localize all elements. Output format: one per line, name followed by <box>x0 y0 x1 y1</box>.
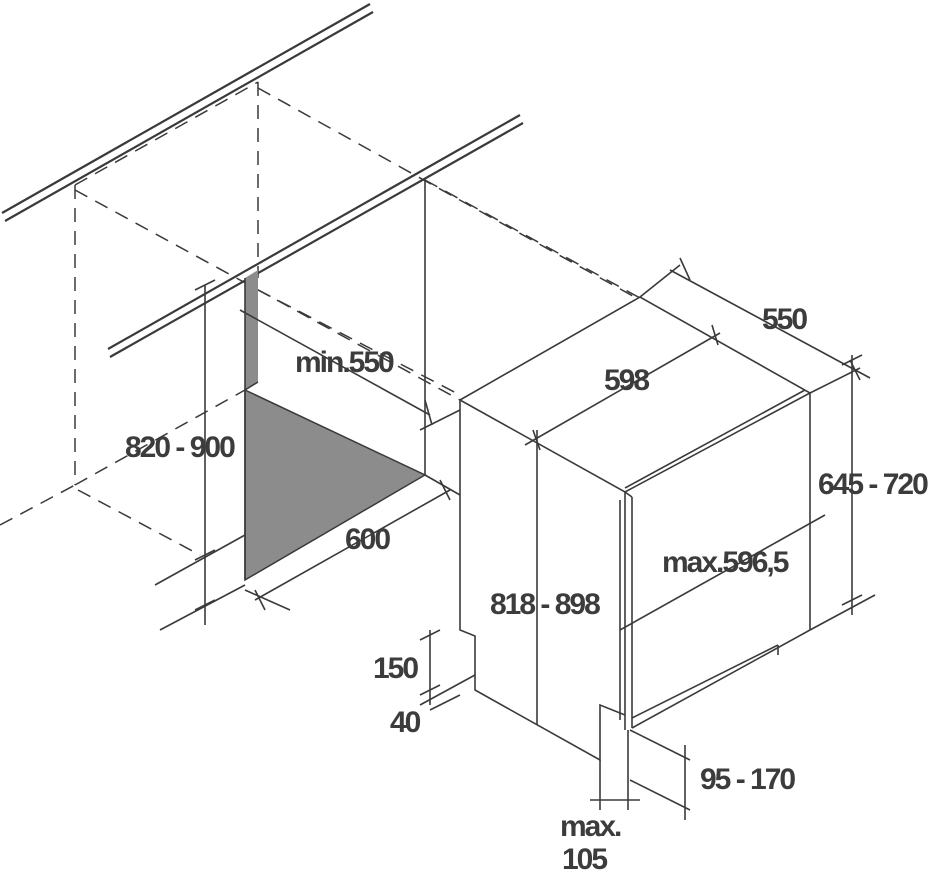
max-label: max. <box>560 810 622 843</box>
appliance-height-label: 818 - 898 <box>490 588 601 621</box>
niche-height-label: 820 - 900 <box>125 431 236 464</box>
niche <box>244 180 427 582</box>
door-width-label: max.596,5 <box>662 546 789 579</box>
plinth-gap-label: 40 <box>390 706 421 739</box>
dimension-lines-appliance <box>419 257 876 820</box>
countertop-back <box>1 3 374 222</box>
plinth-depth-label: 95 - 170 <box>700 763 796 796</box>
depth-label: 550 <box>762 303 808 336</box>
hidden-cabinet-lines <box>0 81 641 556</box>
dimension-lines-niche <box>154 279 461 631</box>
niche-depth-label: min.550 <box>295 346 395 379</box>
max-value-label: 105 <box>562 843 608 876</box>
niche-width-label: 600 <box>345 523 391 556</box>
countertop-front <box>107 114 524 358</box>
plinth-height-label: 150 <box>373 652 419 685</box>
width-label: 598 <box>604 364 650 397</box>
door-height-label: 645 - 720 <box>818 468 929 501</box>
